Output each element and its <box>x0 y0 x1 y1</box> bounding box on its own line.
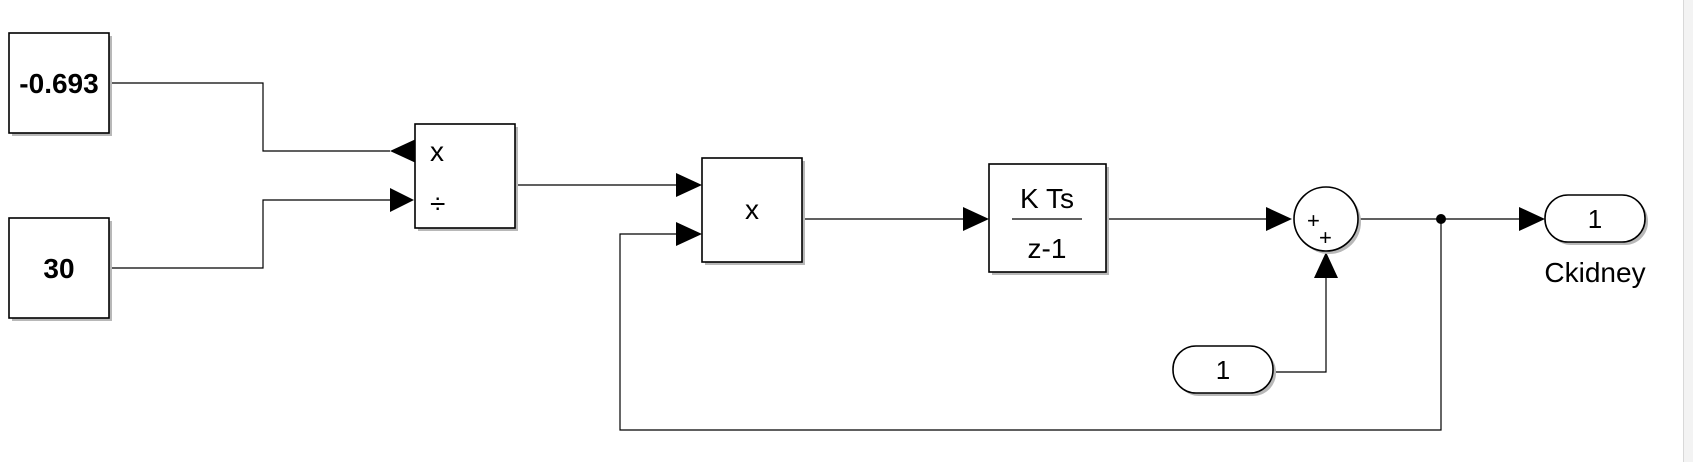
discrete-integrator-block[interactable]: K Ts z-1 <box>988 163 1109 275</box>
divide-port-label: ÷ <box>430 188 445 219</box>
constant-value: -0.693 <box>19 68 98 99</box>
product-block[interactable]: x <box>701 157 805 265</box>
arrowhead-sum-input-1 <box>1266 207 1292 231</box>
arrowhead-sum-input-2 <box>1314 252 1338 278</box>
integrator-numerator: K Ts <box>1020 183 1074 214</box>
constant-block-30[interactable]: 30 <box>8 217 112 321</box>
arrowhead-product-input-1 <box>676 173 702 197</box>
sum-sign-2: + <box>1319 225 1332 250</box>
sum-block[interactable]: + + <box>1293 186 1361 254</box>
constant-value: 30 <box>43 253 74 284</box>
wire-feedback-loop[interactable] <box>619 219 1442 431</box>
arrowhead-integrator-input <box>963 207 989 231</box>
wire-constant-to-numerator[interactable] <box>110 82 390 152</box>
inport-block[interactable]: 1 <box>1172 345 1276 396</box>
arrowhead-denominator-input <box>390 188 414 212</box>
branch-point <box>1436 214 1446 224</box>
divide-block[interactable]: x ÷ <box>414 123 518 231</box>
multiply-port-label: x <box>430 136 444 167</box>
arrowhead-product-input-2 <box>676 222 702 246</box>
outport-name-label: Ckidney <box>1544 257 1645 288</box>
inport-number: 1 <box>1216 355 1230 385</box>
constant-block-neg-0693[interactable]: -0.693 <box>8 32 112 136</box>
wire-constant-to-denominator[interactable] <box>110 199 390 269</box>
sum-sign-1: + <box>1307 208 1320 233</box>
wire-inport-to-sum[interactable] <box>1276 272 1327 373</box>
product-label: x <box>745 194 759 225</box>
arrowhead-outport-input <box>1519 207 1545 231</box>
arrowhead-numerator-input <box>390 139 416 163</box>
integrator-denominator: z-1 <box>1028 233 1067 264</box>
outport-number: 1 <box>1588 204 1602 234</box>
vertical-scrollbar[interactable] <box>1683 0 1693 462</box>
outport-block[interactable]: 1 <box>1544 194 1648 245</box>
